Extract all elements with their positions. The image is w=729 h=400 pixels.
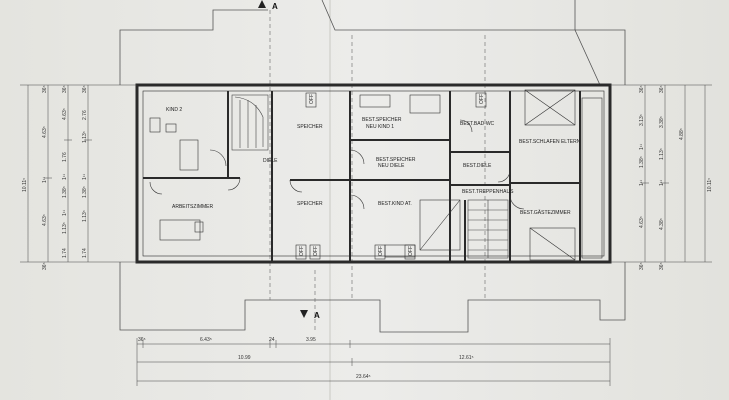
svg-text:4.63⁵: 4.63⁵ (62, 108, 68, 120)
section-label-top: A (272, 2, 278, 11)
svg-text:1.13⁵: 1.13⁵ (82, 210, 88, 222)
room-best-speicher-kind1-a: BEST.SPEICHER (362, 117, 402, 123)
svg-text:OFF: OFF (313, 246, 319, 256)
room-best-diele: BEST.DIELE (463, 163, 492, 169)
room-best-speicher-diele-b: NEU DIELE (378, 163, 405, 169)
room-best-bad: BEST.BAD-WC (460, 121, 495, 127)
section-label-bottom: A (314, 311, 320, 320)
svg-text:OFF: OFF (378, 246, 384, 256)
svg-text:OFF: OFF (408, 246, 414, 256)
svg-text:10.11⁵: 10.11⁵ (707, 178, 713, 192)
bottom-dimensions (136, 338, 611, 386)
svg-text:1¹¹: 1¹¹ (639, 144, 645, 150)
svg-text:10.99: 10.99 (238, 355, 251, 361)
bottom-dimension-labels: 36⁵ 6.43⁵ 24 3.95 10.99 12.61⁵ 23.64⁵ (138, 337, 474, 380)
svg-text:4.63⁵: 4.63⁵ (639, 216, 645, 228)
room-diele: DIELE (263, 158, 278, 164)
svg-text:10.11⁵: 10.11⁵ (22, 178, 28, 192)
room-best-speicher-diele-a: BEST.SPEICHER (376, 157, 416, 163)
off-labels: OFF OFF OFF OFF OFF OFF (299, 94, 485, 256)
door-swings (149, 119, 525, 210)
off-markers (295, 92, 487, 260)
svg-text:23.64⁵: 23.64⁵ (356, 374, 371, 380)
svg-text:3.95: 3.95 (306, 337, 316, 343)
svg-text:1¹¹: 1¹¹ (62, 174, 68, 180)
section-marker-bottom: A (300, 310, 320, 320)
svg-text:1.13⁵: 1.13⁵ (82, 131, 88, 143)
svg-text:1.38⁵: 1.38⁵ (82, 186, 88, 198)
svg-text:2.76: 2.76 (82, 110, 88, 120)
room-kind2: KIND 2 (166, 107, 182, 113)
svg-text:4.88⁵: 4.88⁵ (679, 128, 685, 140)
furniture (149, 89, 603, 261)
roof-outline (119, 0, 626, 333)
svg-text:1¹¹: 1¹¹ (82, 174, 88, 180)
right-dimension-labels: 10.11⁵ 36⁵ 3.13⁵ 1¹¹ 1.38⁵ 1¹¹ 4.63⁵ 36⁵… (639, 85, 713, 270)
room-best-kind-at: BEST.KIND AT. (378, 201, 412, 207)
staircase-top (231, 94, 269, 151)
right-dimensions (610, 84, 712, 263)
section-marker-top: A (258, 0, 278, 11)
svg-text:1¹¹: 1¹¹ (659, 180, 665, 186)
svg-text:36⁵: 36⁵ (639, 262, 645, 270)
room-best-treppenhaus: BEST.TREPPENHAUS (462, 189, 514, 195)
svg-text:36⁵: 36⁵ (42, 85, 48, 93)
svg-text:36⁵: 36⁵ (42, 262, 48, 270)
svg-text:36⁵: 36⁵ (659, 85, 665, 93)
svg-text:6.43⁵: 6.43⁵ (200, 337, 212, 343)
svg-text:3.38⁵: 3.38⁵ (659, 116, 665, 128)
svg-text:4.63⁵: 4.63⁵ (42, 126, 48, 138)
svg-text:1¹¹: 1¹¹ (639, 180, 645, 186)
svg-text:OFF: OFF (479, 94, 485, 104)
room-arbeitszimmer: ARBEITSZIMMER (172, 204, 214, 210)
room-speicher-bottom: SPEICHER (297, 201, 323, 207)
svg-text:4.63⁵: 4.63⁵ (42, 214, 48, 226)
left-dimensions (20, 84, 137, 263)
svg-text:12.61⁵: 12.61⁵ (459, 355, 474, 361)
room-speicher-top: SPEICHER (297, 124, 323, 130)
svg-text:36⁵: 36⁵ (82, 85, 88, 93)
svg-text:1.74: 1.74 (82, 248, 88, 258)
svg-text:1¹¹: 1¹¹ (62, 210, 68, 216)
svg-text:1.38⁵: 1.38⁵ (62, 186, 68, 198)
svg-text:36⁵: 36⁵ (62, 85, 68, 93)
interior-walls (143, 91, 581, 262)
svg-text:36⁵: 36⁵ (138, 337, 146, 343)
room-best-schlafen: BEST.SCHLAFEN ELTERN (519, 139, 581, 145)
room-best-speicher-kind1-b: NEU KIND 1 (366, 124, 394, 130)
svg-text:36⁵: 36⁵ (659, 262, 665, 270)
svg-text:3.13⁵: 3.13⁵ (639, 114, 645, 126)
svg-text:1¹¹: 1¹¹ (42, 177, 48, 183)
left-dimension-labels: 10.11⁵ 36⁵ 4.63⁵ 1¹¹ 4.63⁵ 36⁵ 36⁵ 4.63⁵… (22, 85, 88, 270)
svg-text:1.13⁵: 1.13⁵ (62, 222, 68, 234)
svg-text:OFF: OFF (299, 246, 305, 256)
outer-walls (135, 83, 612, 264)
svg-text:1.38⁵: 1.38⁵ (639, 156, 645, 168)
svg-text:1.74: 1.74 (62, 248, 68, 258)
svg-text:4.38⁵: 4.38⁵ (659, 218, 665, 230)
svg-text:36⁵: 36⁵ (639, 85, 645, 93)
svg-text:24: 24 (269, 337, 275, 343)
staircase-bottom (467, 199, 509, 259)
svg-text:1.76: 1.76 (62, 152, 68, 162)
svg-text:1.13⁵: 1.13⁵ (659, 148, 665, 160)
room-labels: KIND 2 SPEICHER BEST.SPEICHER NEU KIND 1… (166, 107, 581, 216)
room-best-gaeste: BEST.GÄSTEZIMMER (520, 209, 571, 216)
svg-text:OFF: OFF (309, 94, 315, 104)
